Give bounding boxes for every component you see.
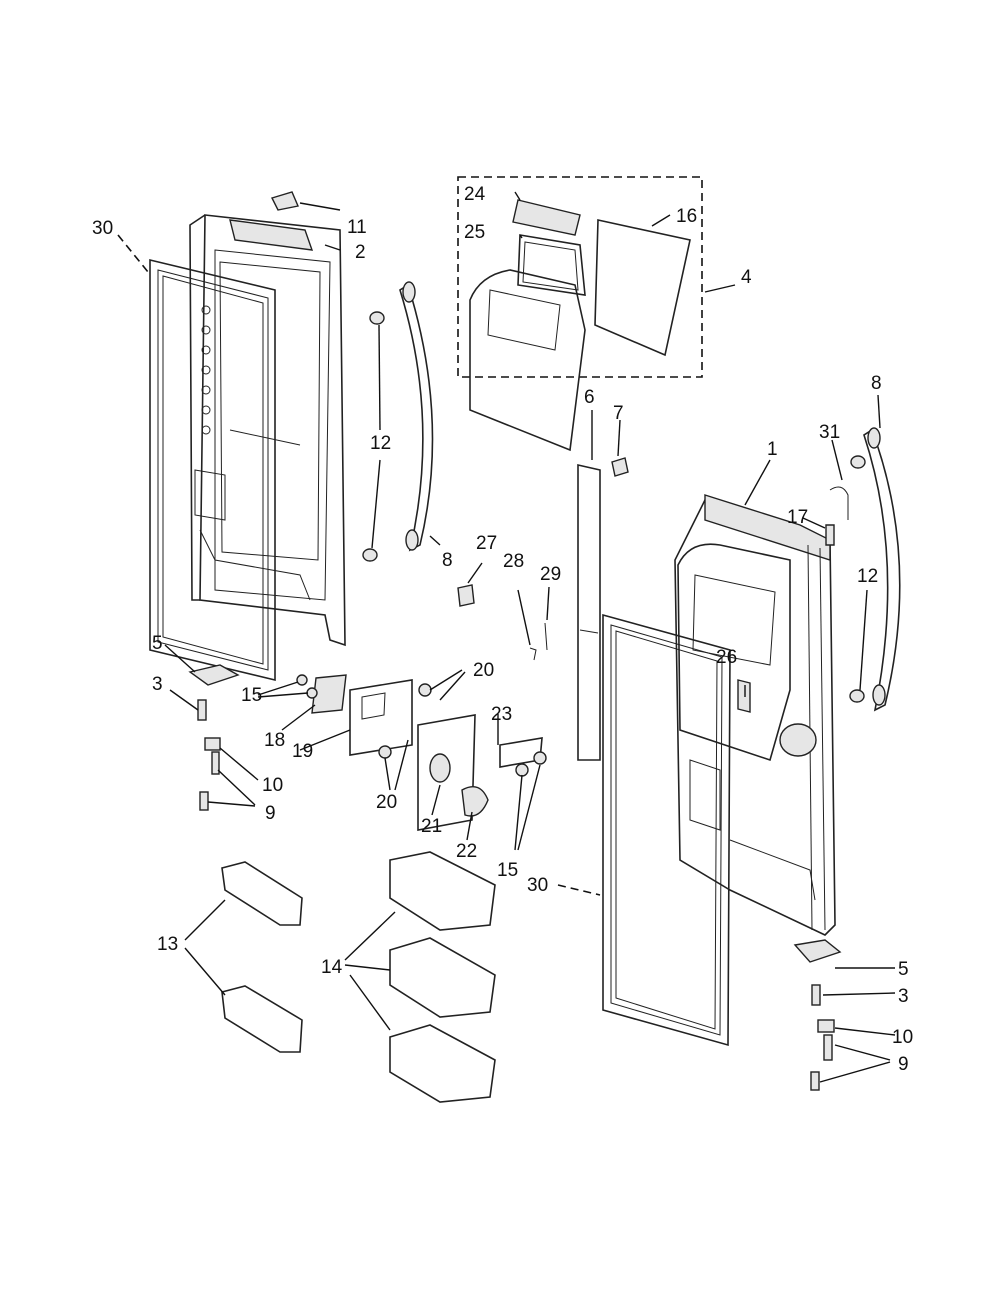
lbl-6: 6	[584, 387, 595, 408]
lbl-23: 23	[491, 704, 512, 725]
lbl-20-top: 20	[473, 660, 494, 681]
lbl-5-left: 5	[152, 633, 163, 654]
lbl-16: 16	[676, 206, 697, 227]
leader-lines	[117, 191, 896, 1083]
lbl-30-right: 30	[527, 875, 548, 896]
lbl-13: 13	[157, 934, 178, 955]
callout-labels: 30 11 2 24 25 16 4 12 8 6 7 1 8 31 17 12…	[92, 184, 913, 1075]
center-components	[296, 674, 547, 831]
part-27	[457, 584, 475, 607]
lbl-3-left: 3	[152, 674, 163, 695]
door-bins	[221, 851, 496, 1103]
lbl-15-right: 15	[497, 860, 518, 881]
left-hinge-parts	[188, 664, 240, 811]
lbl-21: 21	[421, 816, 442, 837]
lbl-11: 11	[347, 217, 367, 238]
lbl-19: 19	[292, 741, 313, 762]
lbl-20-bottom: 20	[376, 792, 397, 813]
part-31-tube	[829, 486, 849, 520]
lbl-17: 17	[787, 507, 808, 528]
lbl-14: 14	[321, 957, 343, 978]
lbl-10-right: 10	[892, 1027, 913, 1048]
lbl-26: 26	[716, 647, 737, 668]
lbl-31: 31	[819, 422, 840, 443]
lbl-4: 4	[741, 267, 752, 288]
lbl-15-left: 15	[241, 685, 262, 706]
lbl-12-right: 12	[857, 566, 878, 587]
lbl-3-right: 3	[898, 986, 909, 1007]
lbl-29: 29	[540, 564, 561, 585]
left-door-assembly	[149, 214, 346, 682]
right-handle	[849, 427, 901, 712]
lbl-9-right: 9	[898, 1054, 909, 1075]
left-handle	[362, 281, 434, 562]
lbl-10-left: 10	[262, 775, 283, 796]
lbl-24: 24	[464, 184, 486, 205]
lbl-12-left: 12	[370, 433, 391, 454]
lbl-9-left: 9	[265, 803, 276, 824]
lbl-30-left: 30	[92, 218, 113, 239]
lbl-27: 27	[476, 533, 497, 554]
part-28	[529, 647, 537, 661]
lbl-5-right: 5	[898, 959, 909, 980]
dispenser-kit-box	[457, 176, 703, 378]
dispenser-assembly	[469, 199, 691, 452]
lbl-8-right: 8	[871, 373, 882, 394]
right-hinge-parts	[793, 939, 842, 1091]
lbl-18: 18	[264, 730, 285, 751]
right-door-assembly	[602, 494, 836, 1047]
part-17-screw	[825, 524, 835, 546]
part-11-clip	[271, 191, 299, 211]
lbl-2: 2	[355, 242, 366, 263]
lbl-7: 7	[613, 403, 624, 424]
lbl-22: 22	[456, 841, 477, 862]
lbl-25: 25	[464, 222, 485, 243]
lbl-1: 1	[767, 439, 778, 460]
part-29	[544, 622, 548, 651]
lbl-8-left: 8	[442, 550, 453, 571]
fill-tube	[577, 457, 629, 761]
lbl-28: 28	[503, 551, 524, 572]
